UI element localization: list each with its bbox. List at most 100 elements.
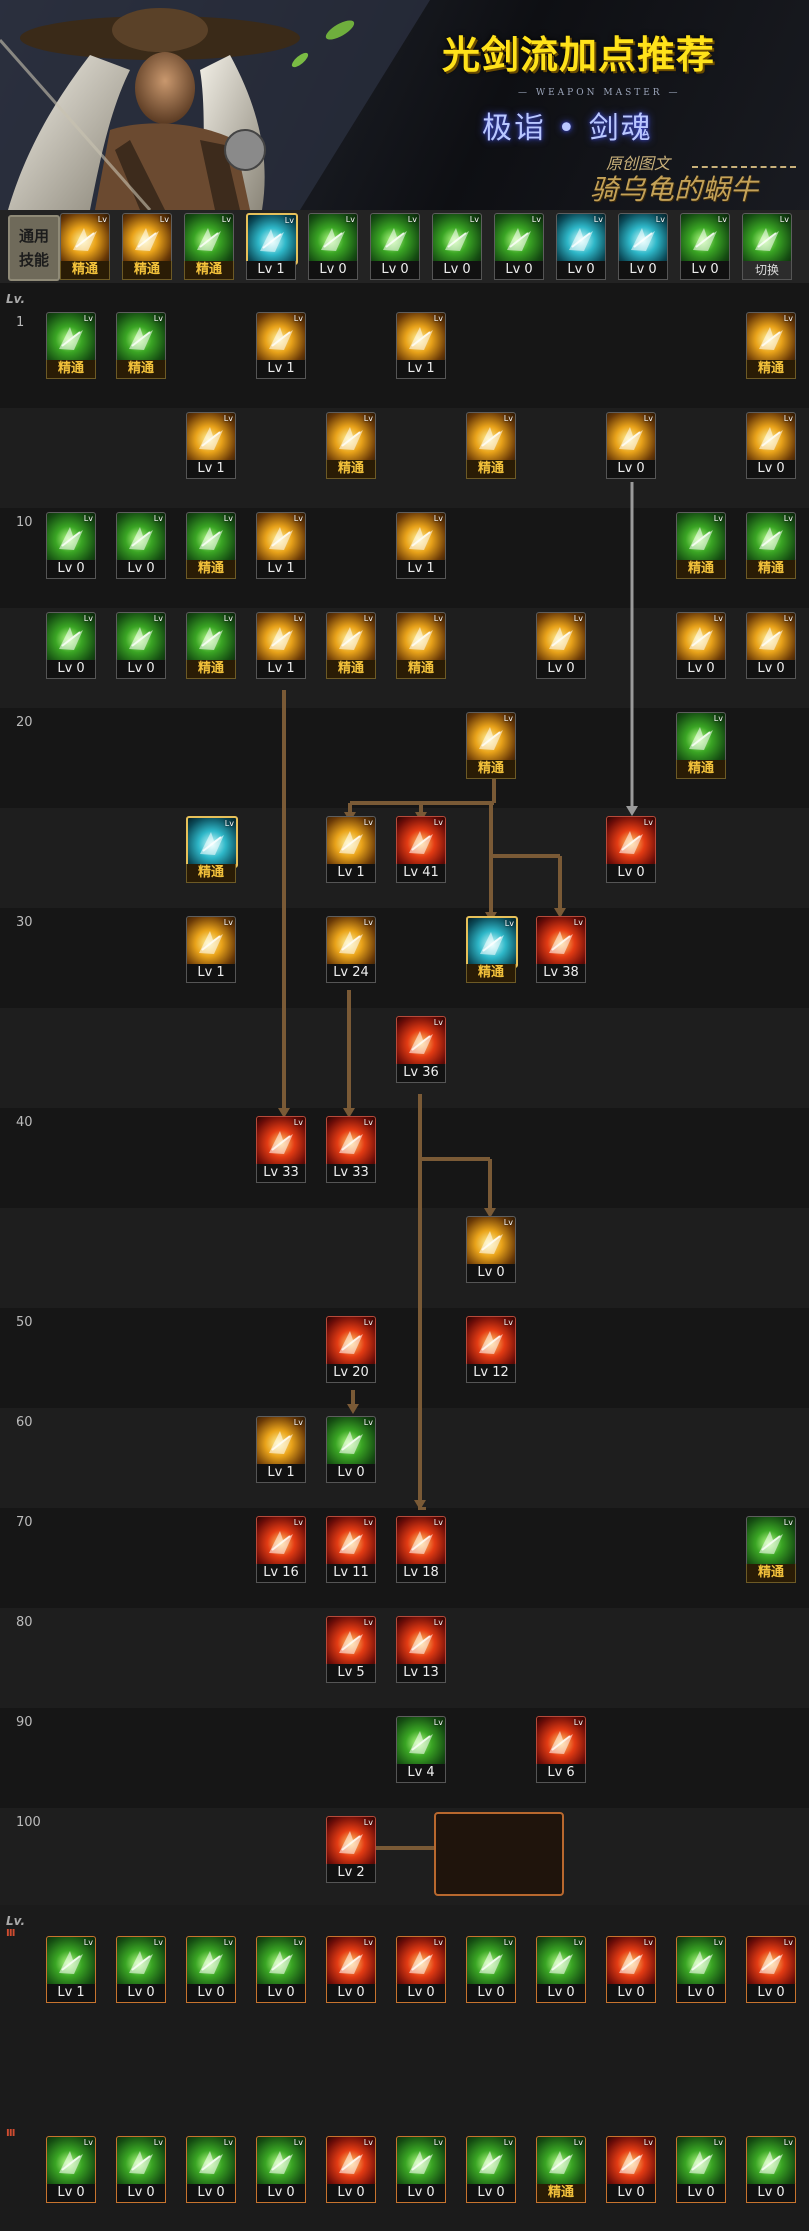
skill-level-label: Lv 0 — [746, 2184, 796, 2203]
ex-skill-icon: Lv — [396, 1936, 446, 1986]
skill-level-label: 精通 — [184, 261, 234, 280]
green-gale-icon: Lv — [396, 1716, 446, 1766]
green-orb-icon: Lv — [370, 213, 420, 263]
ex-skill-icon: Lv — [536, 1936, 586, 1986]
skill-level-label: 精通 — [676, 560, 726, 579]
skill-level-label: 精通 — [46, 360, 96, 379]
level-marker: 80 — [16, 1615, 33, 1630]
skill-level-label: 精通 — [60, 261, 110, 280]
red-storm-icon: Lv — [396, 1516, 446, 1566]
skill-level-label: Lv 0 — [256, 2184, 306, 2203]
flame-burst-icon: Lv — [746, 312, 796, 362]
